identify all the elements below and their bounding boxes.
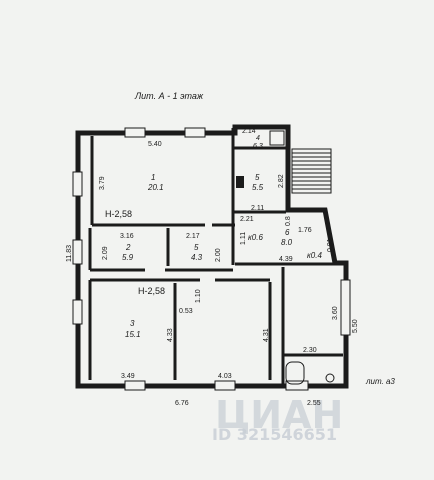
bathroom-fixtures	[236, 130, 335, 385]
room-2-num: 2	[125, 243, 131, 252]
height-b: Н-2,58	[138, 286, 165, 296]
room-5a-area: 4.3	[191, 253, 203, 262]
dim-1-76: 1.76	[298, 227, 312, 234]
watermark-brand: ЦИАН	[215, 393, 343, 437]
dim-0-53: 0.53	[179, 308, 193, 315]
corridor-a: к0.6	[248, 233, 263, 242]
height-a: Н-2,58	[105, 209, 132, 219]
dim-2-14: 2.14	[242, 128, 256, 135]
dim-1-10: 1.10	[195, 289, 202, 303]
dim-2-30: 2.30	[303, 347, 317, 354]
dim-5-50: 5.50	[352, 319, 359, 333]
dim-4-39: 4.39	[279, 256, 293, 263]
dim-2-09: 2.09	[102, 246, 109, 260]
dim-3-60: 3.60	[332, 306, 339, 320]
room-6-num: 6	[285, 228, 290, 237]
dim-11-83: 11.83	[66, 245, 73, 262]
dim-4-03: 4.03	[218, 373, 232, 380]
outer-wall	[75, 124, 349, 389]
dim-6-76: 6.76	[175, 400, 189, 407]
dim-2-55: 2.55	[307, 400, 321, 407]
room-5b-area: 5.5	[252, 183, 264, 192]
room-1-area: 20.1	[147, 183, 164, 192]
room-3-area: 15.1	[125, 330, 141, 339]
room-5b-num: 5	[255, 173, 260, 182]
dimension-labels: 5.40 2.14 3.79 11.83 2.82 2.11 2.21 0.8 …	[66, 128, 359, 407]
lit-label: лит. а3	[365, 377, 395, 386]
dim-3-16: 3.16	[120, 233, 134, 240]
dim-2-00: 2.00	[215, 248, 222, 262]
room-6-area: 8.0	[281, 238, 293, 247]
room-5a-num: 5	[194, 243, 199, 252]
interior-walls	[88, 128, 343, 384]
dim-0-91: 0.91	[327, 238, 334, 252]
stairs	[291, 148, 332, 194]
watermark-id: ID 321546651	[212, 425, 337, 444]
windows	[72, 127, 351, 391]
dim-3-79: 3.79	[99, 176, 106, 190]
room-labels: 1 20.1 2 5.9 3 15.1 5 4.3 5 5.5 6 8.0 4 …	[105, 135, 395, 386]
dim-2-21: 2.21	[240, 216, 254, 223]
room-4-num: 4	[256, 135, 260, 142]
room-1-num: 1	[151, 173, 155, 182]
room-4-area: 6.3	[253, 143, 263, 150]
dim-3-49: 3.49	[121, 373, 135, 380]
dim-5-40: 5.40	[148, 141, 162, 148]
dim-2-82: 2.82	[278, 174, 285, 188]
corridor-b: к0.4	[307, 251, 322, 260]
dim-1-11: 1.11	[240, 232, 247, 245]
room-2-area: 5.9	[122, 253, 134, 262]
dim-2-11: 2.11	[251, 205, 264, 212]
dim-0-8: 0.8	[285, 216, 292, 226]
room-3-num: 3	[130, 319, 135, 328]
dim-4-33: 4.33	[167, 328, 174, 342]
plan-title: Лит. А - 1 этаж	[134, 91, 204, 101]
dim-2-17: 2.17	[186, 233, 200, 240]
dim-4-31: 4.31	[263, 328, 270, 342]
